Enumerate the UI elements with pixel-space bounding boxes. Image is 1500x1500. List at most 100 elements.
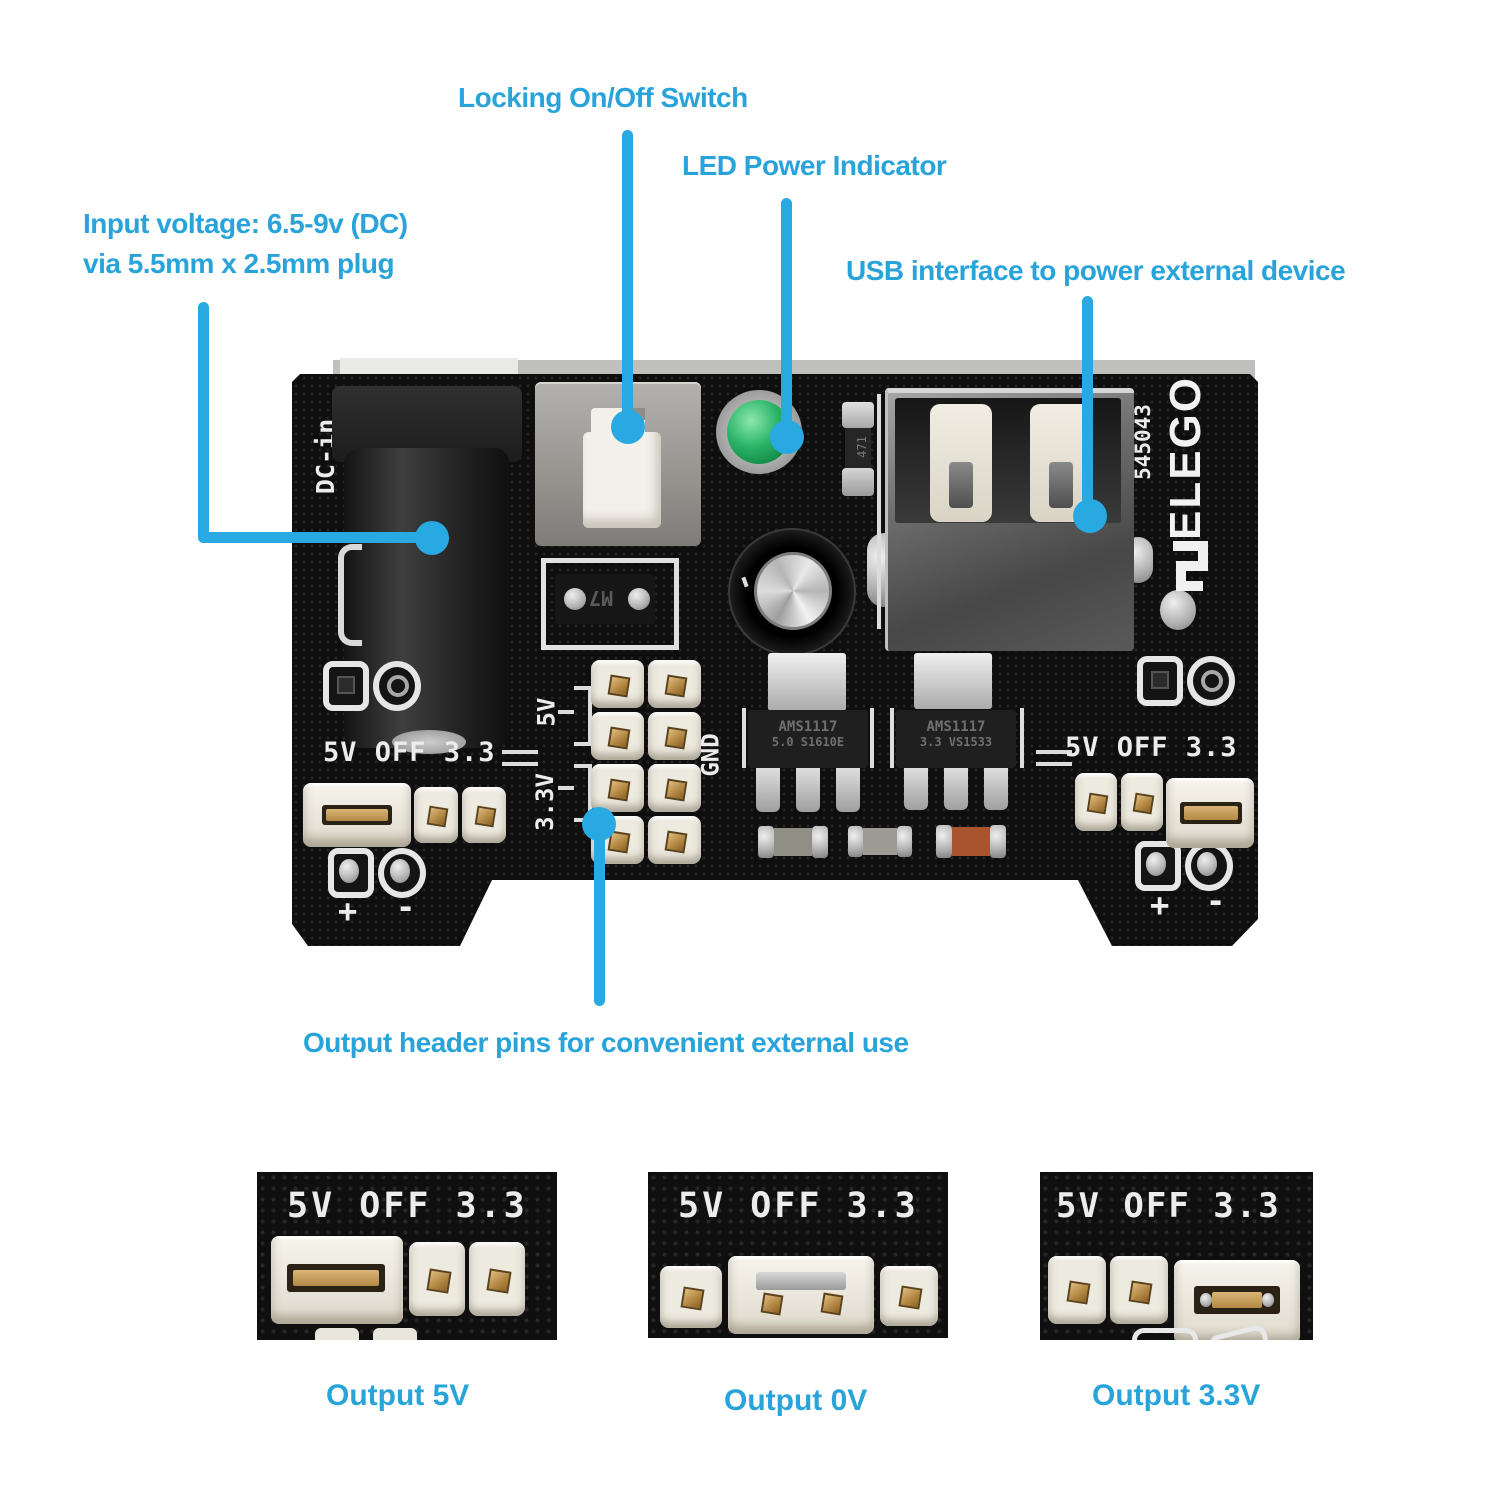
closeup-pin-cell — [1110, 1256, 1168, 1324]
regulator-silk — [870, 708, 874, 768]
pad-top-left-a — [323, 661, 369, 711]
leader-line-switch — [622, 130, 633, 426]
jumper-metal-bar — [756, 1272, 846, 1290]
bracket-3v3-connector — [558, 786, 574, 790]
jumper-pin-cell — [1075, 773, 1117, 831]
header-cell — [591, 712, 644, 760]
header-cell — [591, 764, 644, 812]
pad-ring — [1201, 670, 1223, 692]
pad-bottom-right-a — [1135, 841, 1181, 891]
regulator-left: AMS1117 5.0 S1610E — [748, 710, 868, 768]
regulator-marking: AMS1117 — [778, 719, 838, 735]
polarity-minus-right: - — [1206, 882, 1226, 920]
pad-top-right-b — [1187, 656, 1235, 706]
pad-top-left-b — [373, 661, 421, 711]
gold-pin — [1132, 792, 1155, 815]
annotation-input-line1: Input voltage: 6.5-9v (DC) — [83, 208, 408, 239]
regulator-leg — [944, 768, 968, 810]
leader-line-input-vertical — [198, 302, 209, 543]
leader-line-output — [594, 824, 605, 1006]
leader-line-led — [781, 198, 792, 430]
dc-jack-body — [344, 448, 510, 748]
smd-end — [848, 826, 863, 857]
switch-knob — [583, 432, 661, 528]
bracket-5v — [574, 686, 592, 746]
elego-logo-icon — [1165, 534, 1211, 598]
trace-dash — [1036, 762, 1072, 766]
polarity-plus-left: + — [338, 892, 358, 930]
pad-top-right-a — [1137, 656, 1183, 706]
bracket-5v-connector — [558, 710, 574, 714]
regulator-leg — [984, 768, 1008, 810]
serial-number: 545043 — [1131, 404, 1156, 480]
smd-body — [863, 828, 897, 855]
solder-blob-right-lower — [1160, 590, 1196, 630]
pad-solder — [339, 859, 359, 883]
smd-end — [990, 825, 1006, 858]
caption-output-3v3: Output 3.3V — [1092, 1379, 1261, 1412]
regulator-leg — [796, 768, 820, 812]
closeup-output-3v3: 5V OFF 3.3 — [1040, 1172, 1313, 1340]
closeup-jumper-cap-right — [1174, 1260, 1300, 1340]
regulator-leg — [836, 768, 860, 812]
closeup-pin-cell — [660, 1266, 722, 1328]
dc-jack-base-glint — [392, 730, 466, 754]
jumper-gold-bar — [1184, 806, 1238, 820]
jumper-pin-cell — [414, 787, 458, 843]
header-cell — [648, 764, 701, 812]
regulator-leg — [756, 768, 780, 812]
gold-pin — [1086, 792, 1109, 815]
annotation-output: Output header pins for convenient extern… — [303, 1027, 909, 1058]
closeup-output-0v: 5V OFF 3.3 — [648, 1172, 948, 1338]
gold-pin — [664, 778, 688, 802]
leader-dot-output — [582, 807, 616, 841]
gold-pin — [898, 1285, 923, 1310]
annotation-input-line2: via 5.5mm x 2.5mm plug — [83, 248, 395, 279]
resistor-body: 471 — [845, 428, 871, 468]
jumper-cap-left-5v — [303, 783, 411, 847]
pad-bottom-left-a — [328, 848, 374, 898]
output-header-pins — [591, 660, 703, 864]
pad-bottom-left-b — [378, 848, 426, 898]
regulator-silk — [1020, 708, 1024, 768]
capacitor-top — [754, 552, 832, 630]
regulator-right-tab — [914, 653, 992, 709]
pad-bottom-right-b — [1185, 841, 1233, 891]
closeup-output-5v: 5V OFF 3.3 — [257, 1172, 557, 1340]
diode-silkscreen-outline — [541, 558, 679, 650]
closeup-pin-cell — [880, 1266, 938, 1326]
gold-pin — [680, 1286, 705, 1311]
usb-silkscreen-line — [877, 394, 881, 629]
pad-hole — [1151, 671, 1169, 689]
smd-end — [812, 826, 828, 858]
regulator-marking: 3.3 VS1533 — [919, 735, 993, 749]
closeup-jumper-cap-middle — [728, 1256, 874, 1334]
diode-pad-right — [628, 588, 650, 610]
jumper-pad-glint — [1262, 1293, 1274, 1307]
jumper-pad-glint — [1200, 1293, 1212, 1307]
usb-tongue-right — [1030, 404, 1092, 522]
gold-pin — [664, 830, 688, 854]
closeup-pin-cell — [1048, 1256, 1106, 1324]
regulator-silk — [742, 708, 746, 768]
gold-pin — [664, 674, 688, 698]
closeup-label: 5V OFF 3.3 — [678, 1186, 919, 1226]
jumper-gold-bar — [1212, 1292, 1262, 1308]
closeup-pin-cell — [409, 1242, 465, 1316]
closeup-label: 5V OFF 3.3 — [287, 1186, 528, 1226]
trace-dash — [502, 750, 538, 754]
smd-capacitor-tantalum — [936, 825, 1006, 858]
partial-pad — [373, 1328, 417, 1340]
jumper-cap-right-3v3 — [1166, 778, 1254, 848]
header-cell — [591, 660, 644, 708]
jumper-gold-bar — [293, 1270, 379, 1286]
usb-contact-left — [949, 462, 973, 508]
gold-pin — [607, 674, 631, 698]
resistor-cap-bottom — [842, 468, 874, 496]
polarity-plus-right: + — [1150, 886, 1170, 924]
smd-end — [758, 826, 774, 858]
gold-pin — [486, 1268, 512, 1294]
usb-contact-right — [1049, 462, 1073, 508]
gold-pin — [474, 805, 497, 828]
jumper-label-right: 5V OFF 3.3 — [1065, 732, 1238, 763]
